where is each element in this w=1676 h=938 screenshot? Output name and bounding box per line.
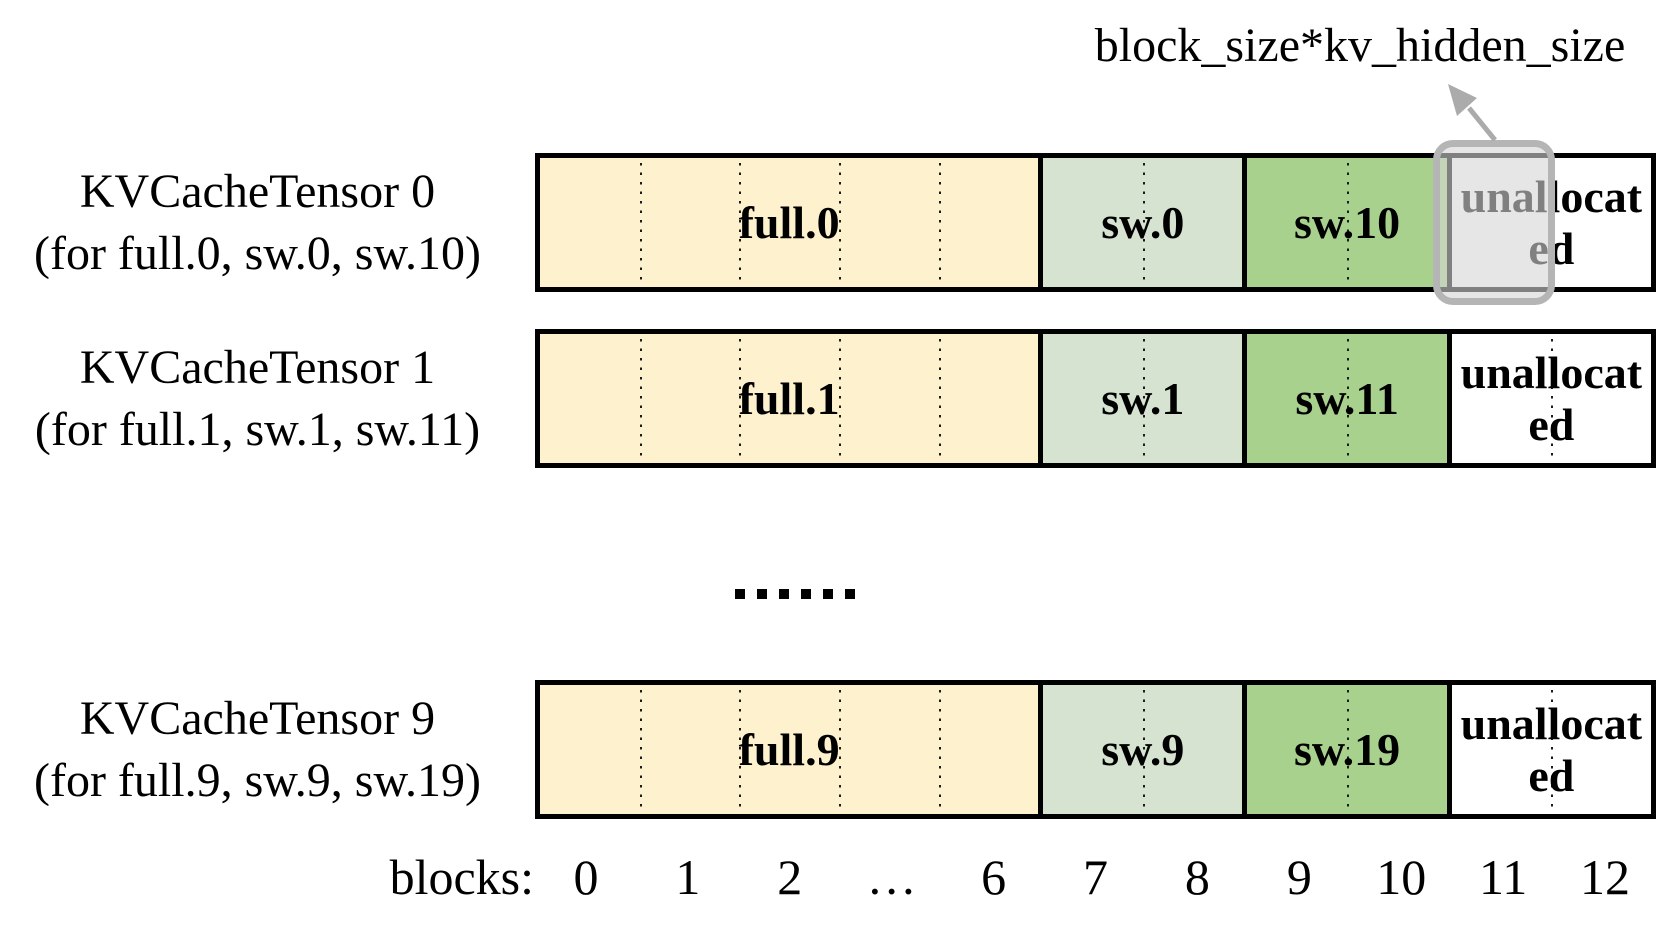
block-cell bbox=[1551, 158, 1651, 287]
section-unallocated: unallocated bbox=[1446, 334, 1651, 463]
section-sw_dark: sw.19 bbox=[1242, 685, 1447, 814]
block-cell bbox=[639, 158, 740, 287]
tensor-subtitle: (for full.9, sw.9, sw.19) bbox=[33, 753, 482, 807]
block-index-tick: 9 bbox=[1286, 849, 1312, 905]
highlighted-block-outline bbox=[1433, 140, 1555, 305]
block-cell bbox=[1247, 334, 1347, 463]
block-cell bbox=[1347, 158, 1447, 287]
separator-dot bbox=[757, 589, 767, 599]
block-cell bbox=[838, 334, 939, 463]
rows-ellipsis-separator bbox=[735, 589, 855, 599]
block-cell bbox=[739, 334, 839, 463]
block-cell bbox=[1142, 158, 1243, 287]
tensor-subtitle: (for full.0, sw.0, sw.10) bbox=[33, 226, 482, 280]
blocks-axis-label: blocks: bbox=[389, 849, 534, 905]
section-unallocated: unallocated bbox=[1446, 685, 1651, 814]
section-sw_dark: sw.10 bbox=[1242, 158, 1447, 287]
section-sw_light: sw.0 bbox=[1038, 158, 1243, 287]
block-cell bbox=[938, 685, 1039, 814]
block-index-tick: 1 bbox=[675, 849, 701, 905]
block-cell bbox=[1043, 334, 1143, 463]
block-cell bbox=[1043, 158, 1143, 287]
section-sw_dark2: sw.9 bbox=[1038, 685, 1243, 814]
tensor-title: KVCacheTensor 0 bbox=[79, 164, 436, 218]
block-cell bbox=[938, 334, 1039, 463]
block-cell bbox=[540, 158, 640, 287]
block-cell bbox=[639, 334, 740, 463]
separator-dot bbox=[801, 589, 811, 599]
block-size-annotation: block_size*kv_hidden_size bbox=[1094, 19, 1626, 72]
tensor-row-label: KVCacheTensor 0 (for full.0, sw.0, sw.10) bbox=[10, 153, 505, 292]
tensor-row-label: KVCacheTensor 1 (for full.1, sw.1, sw.11) bbox=[10, 329, 505, 468]
section-full: full.9 bbox=[540, 685, 1039, 814]
block-cell bbox=[1043, 685, 1143, 814]
block-index-tick: 8 bbox=[1184, 849, 1210, 905]
block-index-tick: 12 bbox=[1580, 849, 1631, 905]
block-index-tick: 0 bbox=[573, 849, 599, 905]
tensor-subtitle: (for full.1, sw.1, sw.11) bbox=[34, 402, 481, 456]
block-cell bbox=[1247, 685, 1347, 814]
block-cell bbox=[639, 685, 740, 814]
tensor-title: KVCacheTensor 9 bbox=[79, 691, 436, 745]
block-cell bbox=[739, 158, 839, 287]
block-index-tick: 11 bbox=[1479, 849, 1528, 905]
block-index-tick: … bbox=[866, 849, 917, 905]
block-index-tick: 10 bbox=[1376, 849, 1427, 905]
block-index-tick: 6 bbox=[981, 849, 1007, 905]
separator-dot bbox=[845, 589, 855, 599]
block-cell bbox=[1247, 158, 1347, 287]
separator-dot bbox=[735, 589, 745, 599]
tensor-row-label: KVCacheTensor 9 (for full.9, sw.9, sw.19) bbox=[10, 680, 505, 819]
section-full: full.1 bbox=[540, 334, 1039, 463]
block-cell bbox=[540, 334, 640, 463]
block-cell bbox=[1551, 334, 1651, 463]
section-sw_dark: sw.11 bbox=[1242, 334, 1447, 463]
block-cell bbox=[540, 685, 640, 814]
block-index-tick: 2 bbox=[777, 849, 803, 905]
section-full: full.0 bbox=[540, 158, 1039, 287]
block-cell bbox=[838, 158, 939, 287]
block-cell bbox=[1551, 685, 1651, 814]
separator-dot bbox=[779, 589, 789, 599]
block-cell bbox=[938, 158, 1039, 287]
block-cell bbox=[1347, 685, 1447, 814]
block-index-tick: 7 bbox=[1083, 849, 1108, 905]
block-cell bbox=[838, 685, 939, 814]
block-cell bbox=[1452, 685, 1552, 814]
section-sw_light: sw.1 bbox=[1038, 334, 1243, 463]
block-cell bbox=[1452, 334, 1552, 463]
tensor-title: KVCacheTensor 1 bbox=[79, 340, 436, 394]
block-cell bbox=[1142, 334, 1243, 463]
block-cell bbox=[1142, 685, 1243, 814]
block-cell bbox=[1347, 334, 1447, 463]
block-cell bbox=[739, 685, 839, 814]
separator-dot bbox=[823, 589, 833, 599]
